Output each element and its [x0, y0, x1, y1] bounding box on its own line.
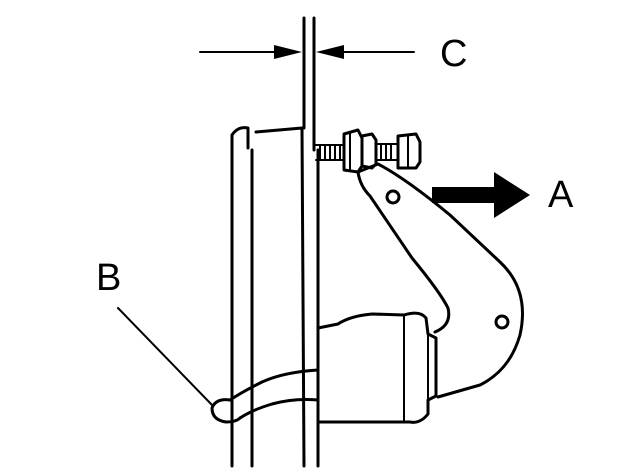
- gauge-bracket: [356, 162, 524, 399]
- dimension-arrowhead-right: [316, 45, 344, 59]
- bracket-inner-edge: [356, 170, 451, 334]
- direction-arrow-a: [432, 172, 530, 218]
- label-a: A: [548, 174, 574, 216]
- screw-thread: [315, 144, 344, 161]
- bracket-hole-top: [385, 189, 401, 205]
- bracket-hole-bottom: [494, 314, 510, 330]
- hub-body: [316, 311, 438, 424]
- tyre-lip-lower: [238, 398, 320, 420]
- adjusting-nut: [396, 132, 422, 170]
- lock-nut-right: [360, 132, 378, 170]
- lock-nut-left: [342, 128, 364, 174]
- dimension-c: [199, 16, 415, 152]
- tyre-lip-upper: [228, 368, 320, 402]
- leader-line-b: [117, 307, 213, 406]
- label-b: B: [96, 257, 122, 299]
- tyre-lip: [210, 368, 320, 424]
- tyre-lip-tip: [210, 398, 242, 424]
- hub-outline: [316, 311, 438, 424]
- wheel-rim: [230, 126, 320, 468]
- screw-thread-right: [375, 143, 399, 161]
- adjusting-screw: [315, 128, 422, 174]
- rim-face: [254, 126, 306, 468]
- dimension-arrowhead-left: [274, 45, 302, 59]
- bracket-outline: [356, 162, 524, 399]
- rim-flange: [230, 126, 250, 468]
- label-c: C: [440, 33, 468, 75]
